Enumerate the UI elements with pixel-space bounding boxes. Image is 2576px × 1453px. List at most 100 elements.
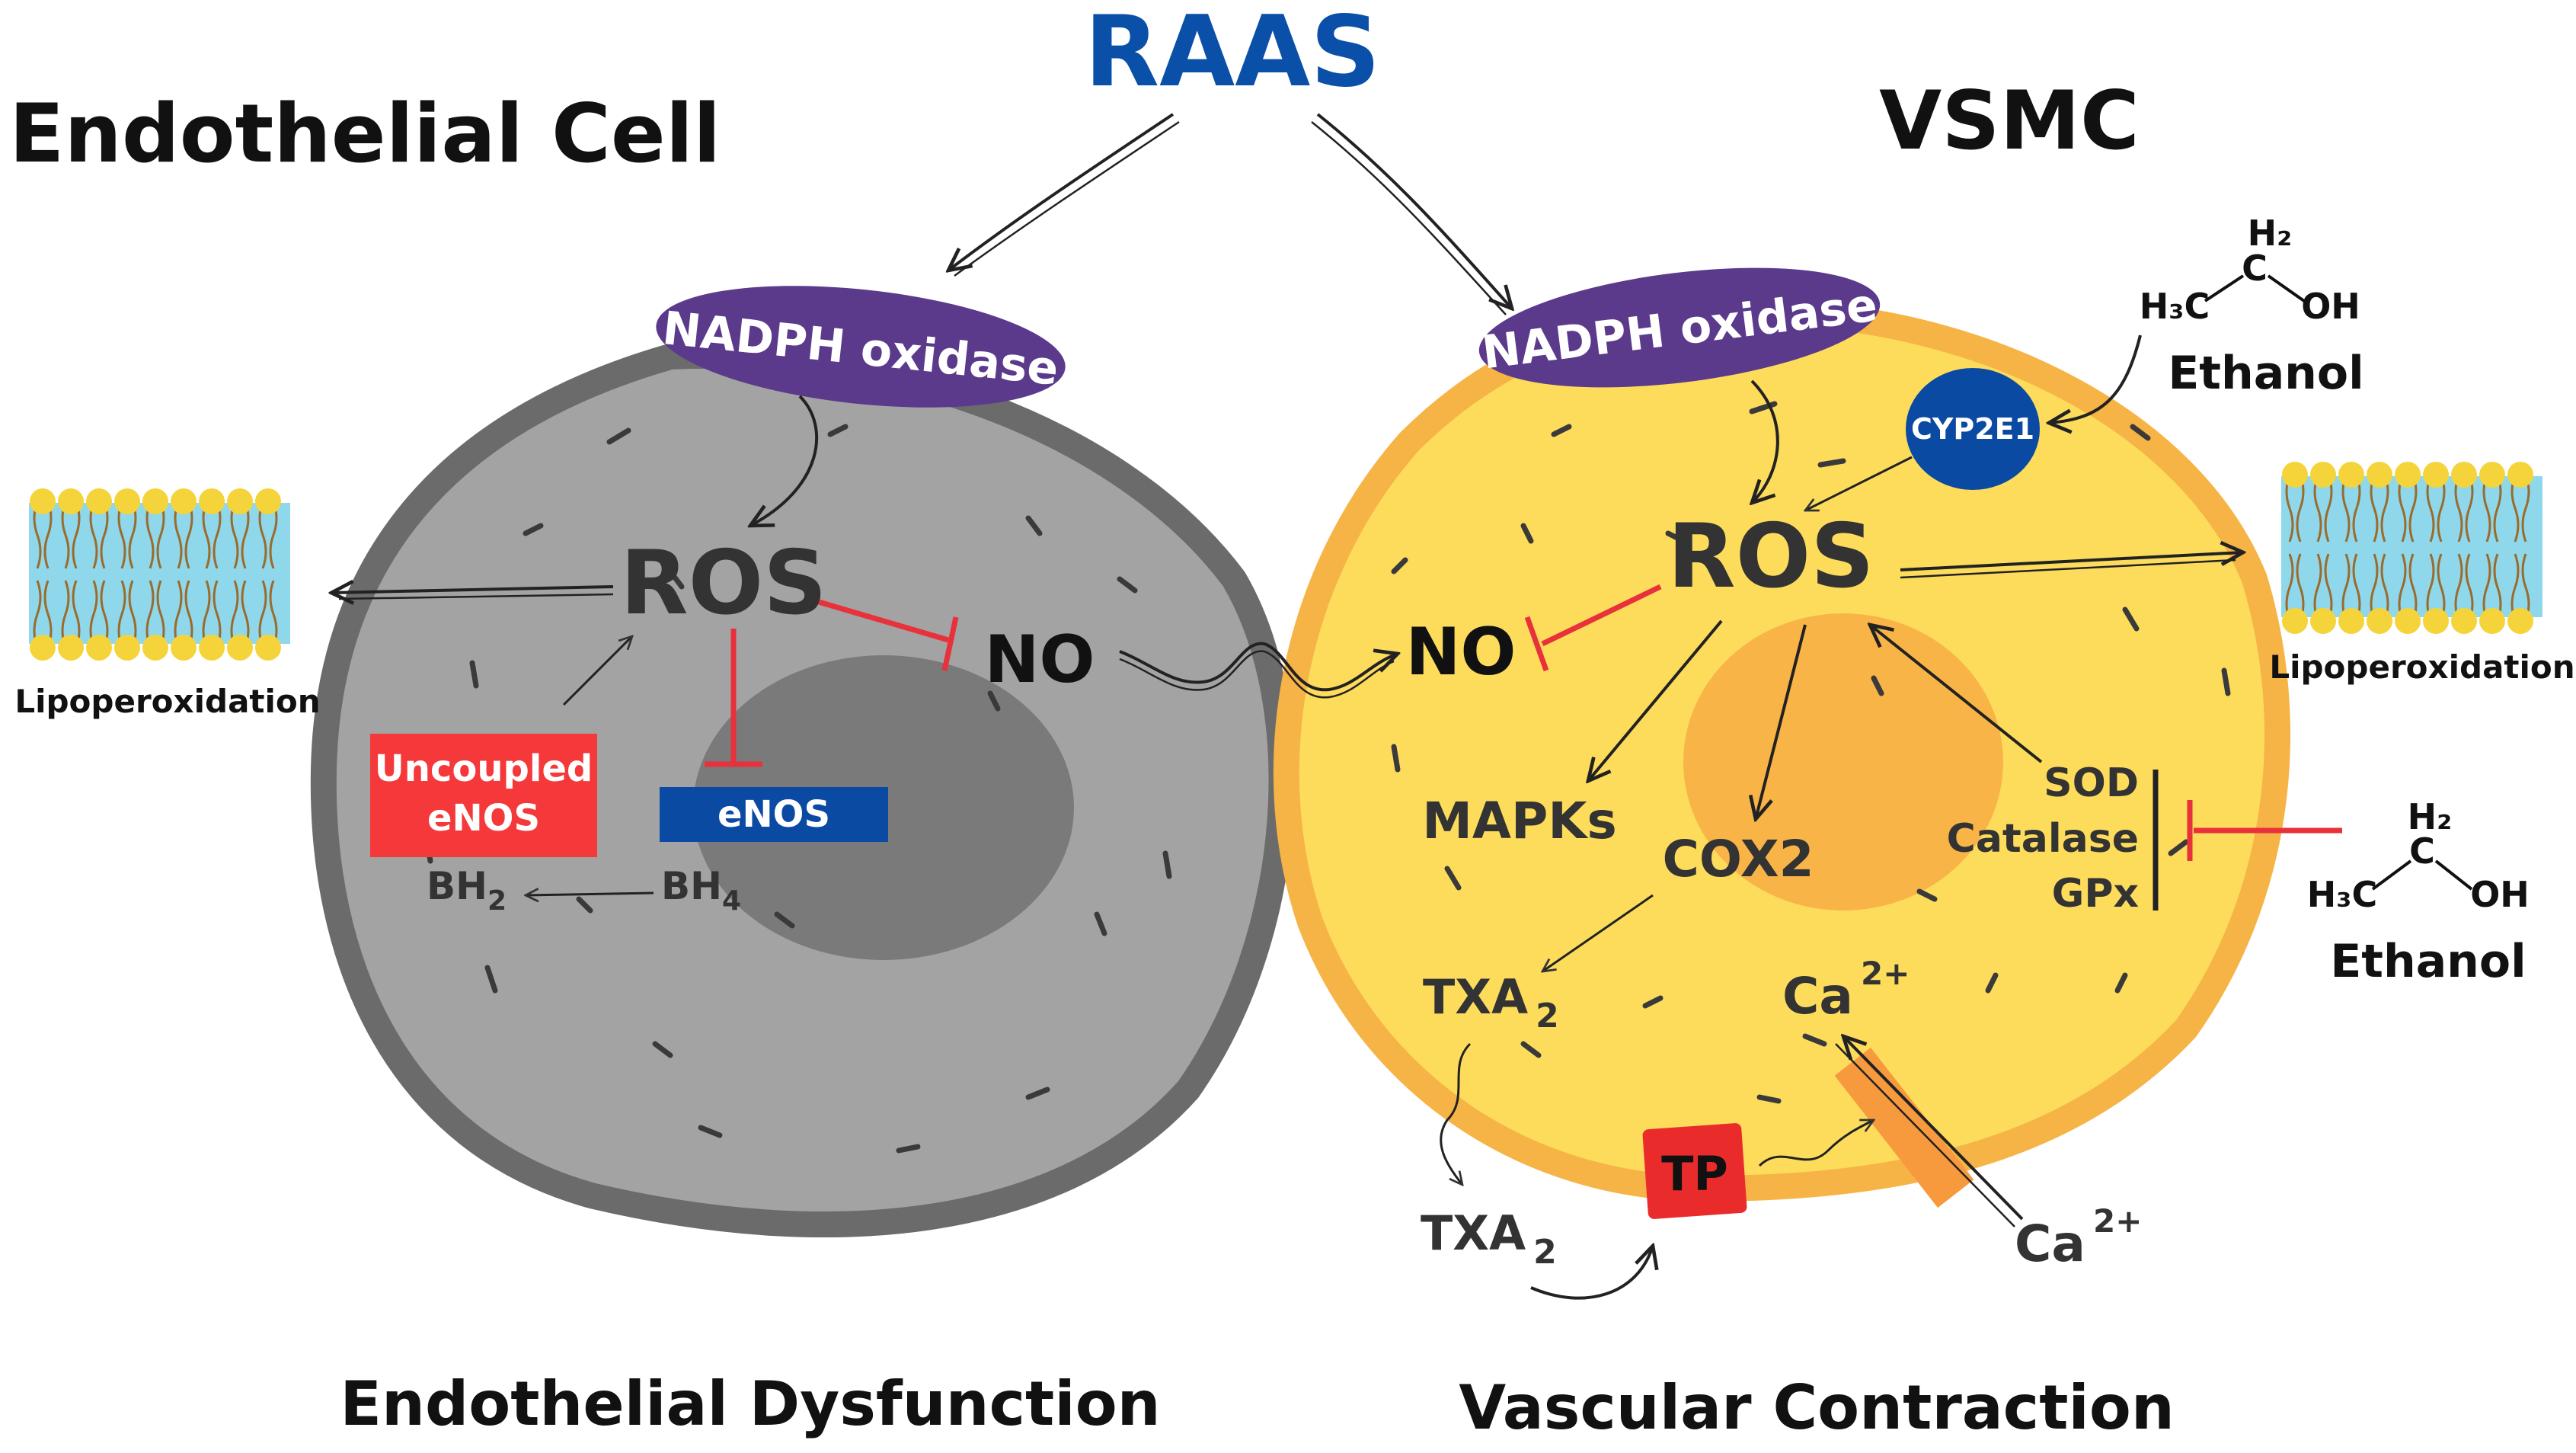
ethanol-structure-top: H₂ C H₃C OH Ethanol — [2140, 213, 2364, 400]
vascular-contraction-caption: Vascular Contraction — [1459, 1372, 2175, 1443]
ethanol-bottom-h2: H₂ — [2408, 796, 2453, 837]
lipid-head — [142, 488, 168, 514]
gpx-label: GPx — [2052, 871, 2139, 917]
enos-box — [660, 787, 888, 842]
arrow-endothelial-ros-to-lipoperoxidation — [331, 587, 614, 593]
lipid-head — [2479, 462, 2505, 488]
vsmc-title: VSMC — [1879, 74, 2140, 168]
enos-label: eNOS — [718, 793, 830, 836]
inhibition-ros-to-no-left — [818, 599, 949, 643]
lipid-head — [2451, 462, 2477, 488]
ethanol-bottom-label: Ethanol — [2330, 935, 2526, 988]
arrow-cox2-to-txa2 — [1542, 894, 1654, 971]
arrow-vsmc-nadph-to-ros — [1752, 379, 1779, 503]
lipid-head — [199, 635, 225, 661]
lipid-head — [2507, 608, 2533, 634]
lipid-head — [2282, 608, 2308, 634]
lipid-head — [30, 635, 56, 661]
lipid-head — [2507, 462, 2533, 488]
arrow-uncoupled-enos-to-ros — [562, 636, 632, 706]
lipoperoxidation-left-label: Lipoperoxidation — [14, 683, 320, 720]
cox2-label: COX2 — [1663, 830, 1814, 888]
lipid-head — [2367, 608, 2392, 634]
lipid-head — [58, 488, 84, 514]
ethanol-structure-bottom: H₂ C H₃C OH Ethanol — [2307, 796, 2530, 988]
arrow-txa2-inner-to-outer — [1440, 1042, 1472, 1185]
arrow-endothelial-nadph-to-ros — [750, 395, 819, 526]
raas-title: RAAS — [1085, 0, 1381, 109]
arrow-txa2-outer-to-tp — [1530, 1246, 1653, 1300]
ethanol-top-h3c: H₃C — [2140, 286, 2210, 327]
connector-arrows — [331, 113, 2243, 1300]
cyp2e1-enzyme — [1906, 368, 2040, 490]
endothelial-no: NO — [984, 622, 1095, 698]
endothelial-dysfunction-caption: Endothelial Dysfunction — [340, 1368, 1160, 1439]
lipid-head — [114, 488, 140, 514]
bh4-label: BH4 — [661, 864, 741, 917]
lipid-head — [2451, 608, 2477, 634]
lipid-head — [114, 635, 140, 661]
lipid-head — [86, 635, 112, 661]
sod-label: SOD — [2044, 760, 2139, 806]
arrow-antioxidants-to-ros — [1870, 625, 2043, 763]
arrow-ros-to-cox2 — [1756, 624, 1807, 819]
arrow-cyp2e1-to-ros — [1805, 456, 1913, 510]
lipid-head — [2395, 608, 2421, 634]
ethanol-bottom-c: C — [2409, 831, 2435, 872]
vsmc-nucleus — [1683, 613, 2003, 911]
lipid-head — [255, 488, 281, 514]
lipid-head — [2338, 462, 2364, 488]
ethanol-top-label: Ethanol — [2168, 347, 2363, 400]
endothelial-cell-title: Endothelial Cell — [9, 87, 721, 181]
uncoupled-enos-box — [370, 734, 597, 857]
inhibition-connectors — [705, 584, 2342, 861]
lipid-bilayer-right — [2281, 462, 2542, 634]
lipid-head — [86, 488, 112, 514]
arrow-raas-to-endothelial-nadph — [948, 113, 1175, 270]
lipid-head — [2338, 608, 2364, 634]
lipid-head — [58, 635, 84, 661]
ethanol-top-c: C — [2242, 248, 2268, 289]
lipid-bilayer-left — [29, 488, 290, 661]
lipid-head — [199, 488, 225, 514]
lipid-head — [255, 635, 281, 661]
arrow-ca-outer-to-ca-inner — [1843, 1036, 2024, 1221]
lipid-head — [2282, 462, 2308, 488]
lipid-head — [227, 488, 253, 514]
arrow-raas-to-vsmc-nadph — [1316, 113, 1512, 309]
lipid-head — [142, 635, 168, 661]
lipid-head — [2423, 608, 2449, 634]
lipid-head — [227, 635, 253, 661]
lipid-head — [2367, 462, 2392, 488]
calcium-channel — [1834, 1047, 1974, 1208]
vsmc-ros: ROS — [1667, 505, 1874, 608]
arrow-endothelial-no-to-vsmc-no — [1119, 642, 1398, 692]
arrow-vsmc-ros-to-lipoperoxidation — [1900, 552, 2243, 571]
lipid-head — [2423, 462, 2449, 488]
ethanol-top-h2: H₂ — [2248, 213, 2293, 254]
catalase-label: Catalase — [1947, 816, 2139, 862]
uncoupled-enos-line1: Uncoupled — [375, 747, 593, 790]
ethanol-bottom-oh: OH — [2470, 874, 2530, 915]
lipid-head — [2310, 462, 2336, 488]
arrow-ros-to-mapks — [1588, 619, 1723, 781]
lipid-head — [2395, 462, 2421, 488]
vsmc-cell: NADPH oxidase CYP2E1 ROS NO MAPKs COX2 T… — [1273, 267, 2290, 1219]
bh2-label: BH2 — [427, 864, 507, 917]
endothelial-cell: NADPH oxidase ROS NO Uncoupled eNOS eNOS… — [310, 286, 1295, 1238]
inhibition-ros-to-no-right — [1541, 584, 1662, 647]
endothelial-ros: ROS — [620, 532, 826, 635]
tp-label: TP — [1661, 1146, 1728, 1202]
lipid-head — [171, 635, 197, 661]
cyp2e1-label: CYP2E1 — [1911, 412, 2034, 446]
mapks-label: MAPKs — [1422, 792, 1617, 850]
lipid-head — [2310, 608, 2336, 634]
lipid-head — [171, 488, 197, 514]
arrow-bh4-to-bh2 — [526, 893, 654, 895]
uncoupled-enos-line2: eNOS — [427, 797, 540, 840]
lipid-head — [30, 488, 56, 514]
bilayer-core — [29, 503, 290, 644]
